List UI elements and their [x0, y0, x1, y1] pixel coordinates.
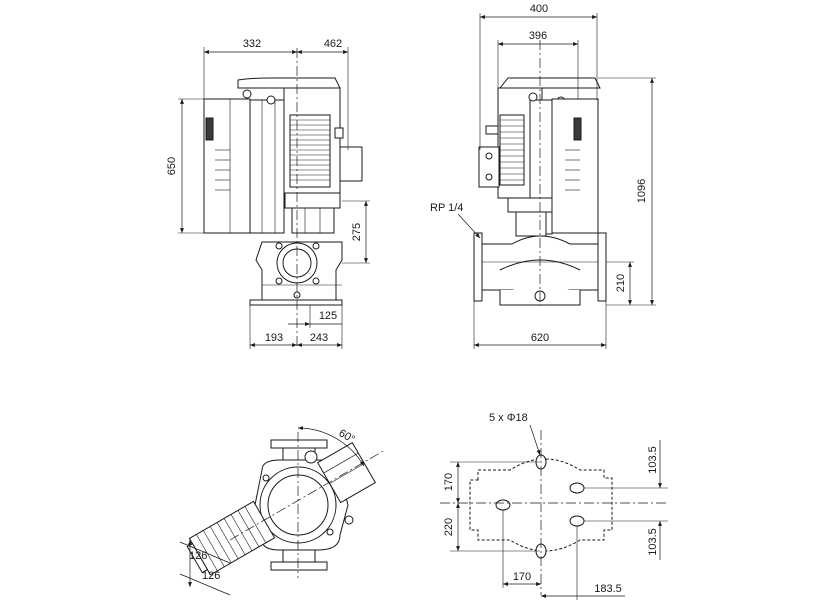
- top-view: 60° 126 126: [179, 426, 386, 596]
- footprint-outline: [469, 458, 613, 552]
- front-terminal-box: [339, 146, 363, 182]
- dim-650: 650: [166, 157, 178, 175]
- dim-332: 332: [243, 38, 261, 50]
- label-holes: 5 x Φ18: [489, 412, 528, 424]
- dim-193: 193: [265, 332, 283, 344]
- side-terminal-box: [478, 146, 500, 188]
- dim-103-5-upper: 103.5: [647, 446, 659, 474]
- front-view: 332 462 650 275 125 193 243: [166, 38, 370, 349]
- dim-400: 400: [530, 3, 548, 15]
- top-view-flange-lower: [270, 561, 328, 571]
- dim-243: 243: [310, 332, 328, 344]
- side-flange-right: [597, 232, 607, 302]
- front-base: [249, 299, 343, 306]
- side-view: 400 396 1096 210 620 RP 1/4: [430, 3, 656, 349]
- dim-126-a: 126: [189, 550, 207, 562]
- front-control-display: [205, 117, 214, 141]
- hole-left: [495, 499, 511, 511]
- side-motor-fins: [500, 119, 524, 181]
- dim-1096: 1096: [636, 179, 648, 203]
- footprint-view: 5 x Φ18 170 220 103.5 103.5 170 183.5: [440, 412, 668, 600]
- dim-170-upper: 170: [443, 473, 455, 491]
- dim-126-b: 126: [202, 570, 220, 582]
- side-flange-left: [473, 232, 483, 302]
- dim-275: 275: [351, 223, 363, 241]
- side-control-display: [573, 117, 582, 141]
- front-frame: [249, 99, 285, 234]
- dim-620: 620: [531, 332, 549, 344]
- dim-60-deg: 60°: [337, 427, 357, 446]
- hole-right-upper: [569, 482, 585, 494]
- dim-103-5-lower: 103.5: [647, 528, 659, 556]
- dim-210: 210: [615, 274, 627, 292]
- dim-462: 462: [324, 38, 342, 50]
- top-view-motor: [186, 500, 276, 576]
- dim-396: 396: [529, 30, 547, 42]
- dim-220-lower: 220: [443, 518, 455, 536]
- label-rp-1-4: RP 1/4: [430, 202, 463, 214]
- front-motor-cap: [237, 77, 341, 89]
- top-view-flange-upper: [270, 439, 328, 449]
- dim-125: 125: [319, 310, 337, 322]
- side-motor-cap: [498, 77, 601, 89]
- hole-right-lower: [569, 515, 585, 527]
- dim-183-5: 183.5: [594, 583, 622, 595]
- dim-170-width: 170: [513, 571, 531, 583]
